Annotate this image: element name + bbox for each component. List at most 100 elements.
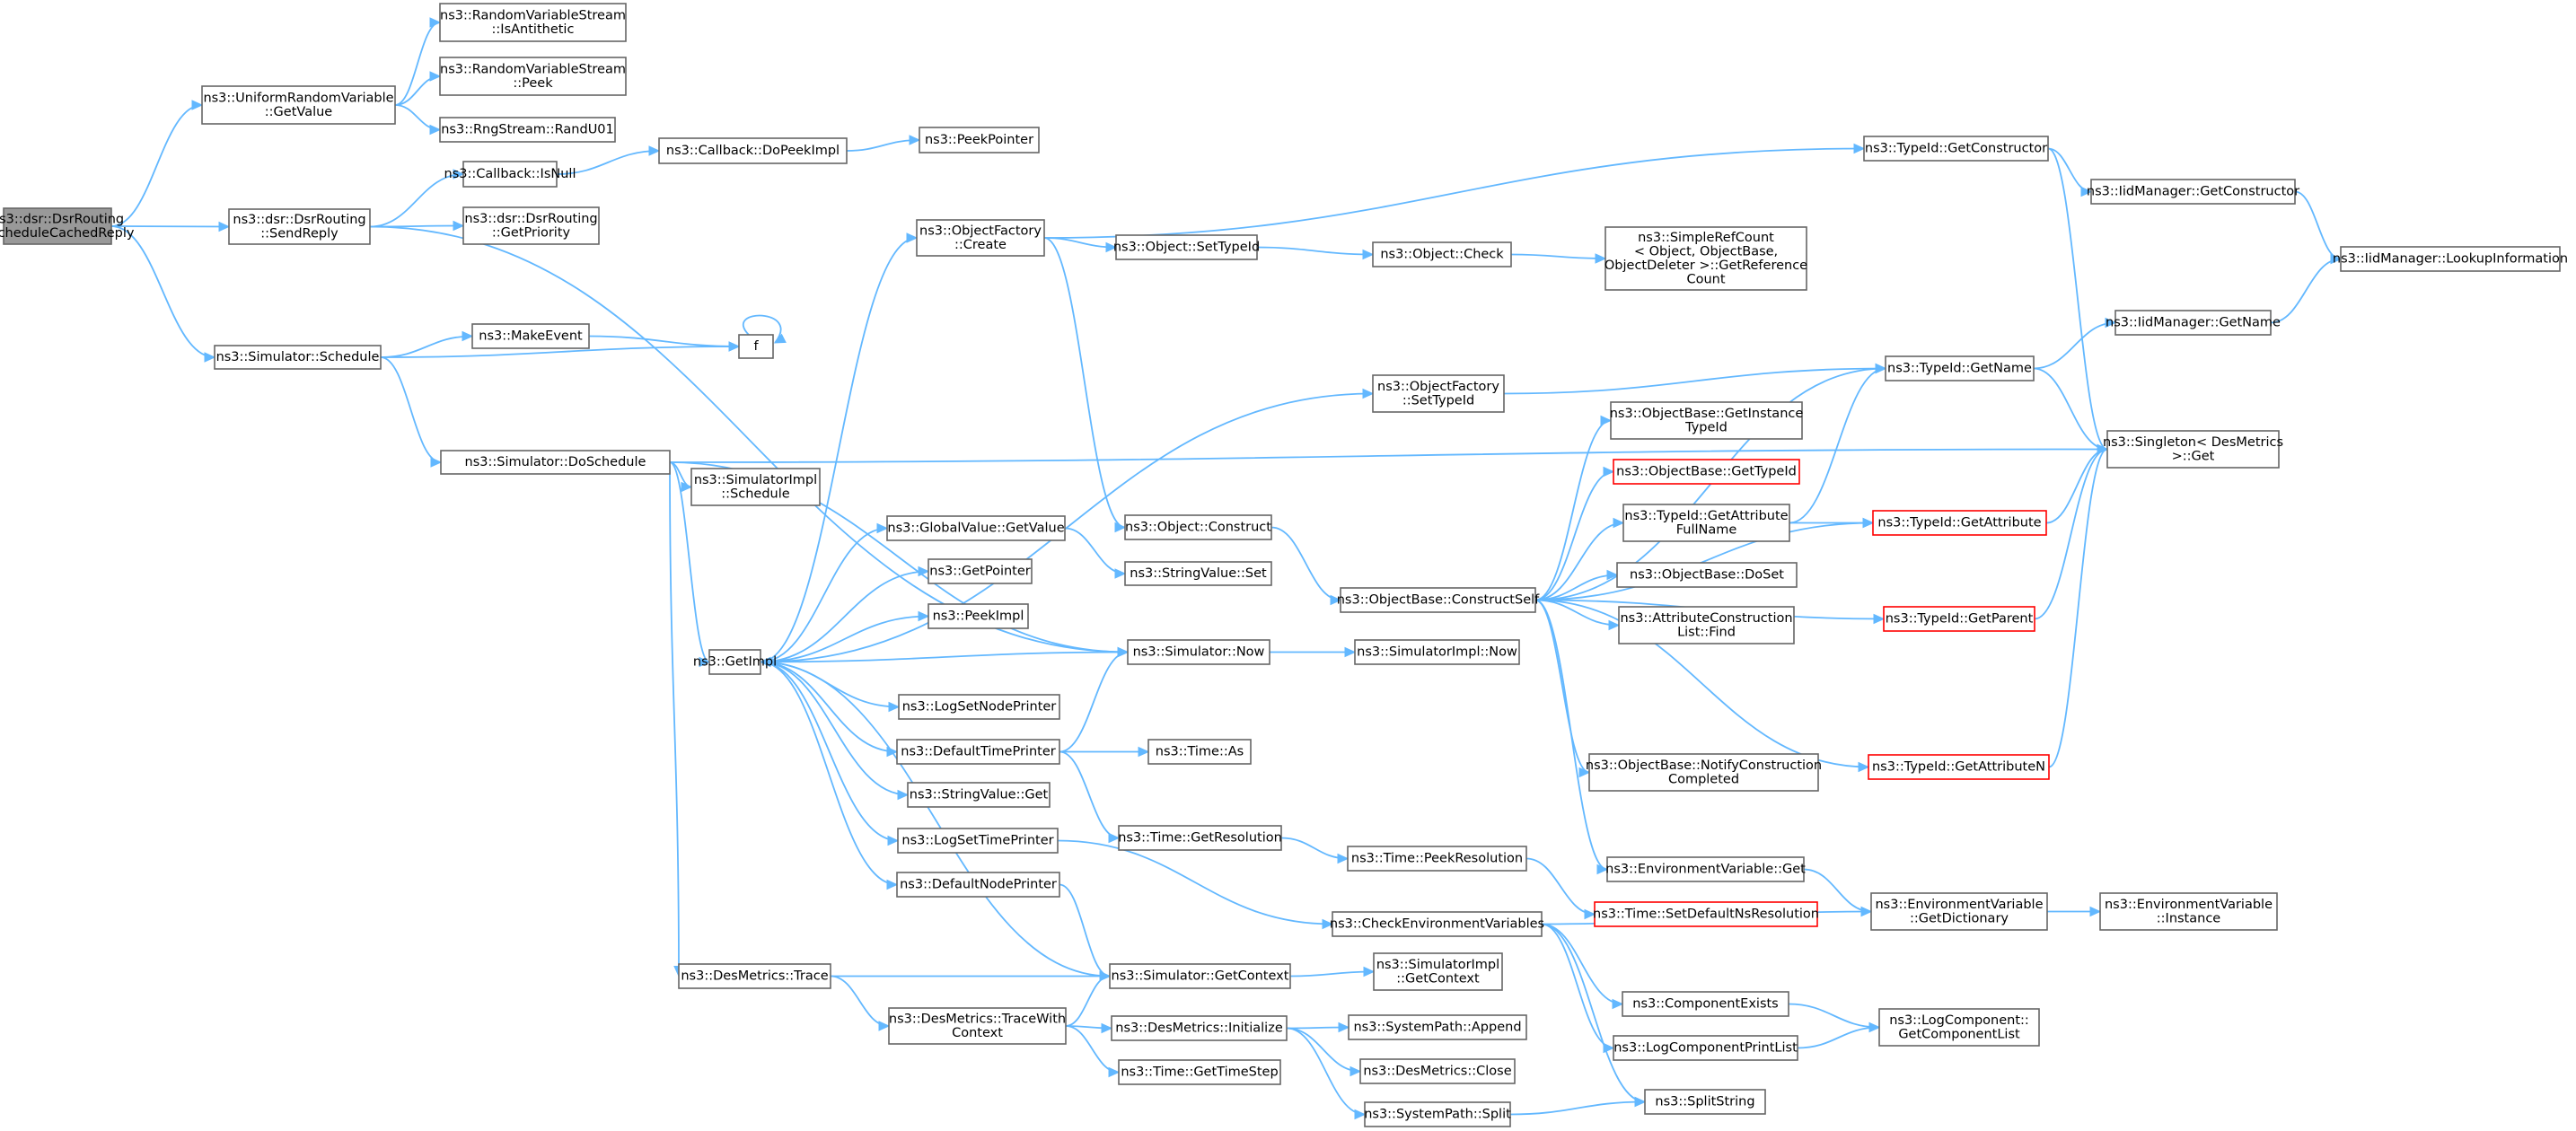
node-gv-getvalue[interactable]: ns3::GlobalValue::GetValue [886,515,1066,541]
node-box [1115,234,1258,260]
node-label: ns3::IidManager::GetName [2106,316,2281,330]
node-defaulttimeprinter[interactable]: ns3::DefaultTimePrinter [896,739,1060,765]
node-label: ns3::DesMetrics::Trace [681,969,828,984]
node-label: f [753,339,759,354]
node-box [928,603,1029,629]
node-box [228,208,371,245]
node-simimpl-schedule[interactable]: ns3::SimulatorImpl::Schedule [690,468,821,506]
node-time-setdefaultnsres[interactable]: ns3::Time::SetDefaultNsResolution [1593,901,1819,927]
node-ob-gettypeid[interactable]: ns3::ObjectBase::GetTypeId [1613,459,1800,485]
node-rvs-peek[interactable]: ns3::RandomVariableStream::Peek [439,57,627,96]
node-tid-getname[interactable]: ns3::TypeId::GetName [1885,355,2035,381]
node-of-settypeid[interactable]: ns3::ObjectFactory::SetTypeId [1372,374,1505,413]
node-getimpl[interactable]: ns3::GetImpl [693,649,777,675]
node-envvar-instance[interactable]: ns3::EnvironmentVariable::Instance [2099,892,2278,931]
node-stringvalue-get[interactable]: ns3::StringValue::Get [907,782,1051,808]
node-rvs-isanti[interactable]: ns3::RandomVariableStream::IsAntithetic [439,3,627,42]
node-tid-getparent[interactable]: ns3::TypeId::GetParent [1883,606,2035,632]
node-time-peekres[interactable]: ns3::Time::PeekResolution [1347,846,1527,872]
node-simimpl-getcontext[interactable]: ns3::SimulatorImpl::GetContext [1373,952,1503,991]
node-sim-now[interactable]: ns3::Simulator::Now [1127,639,1270,665]
node-singleton-get[interactable]: ns3::Singleton< DesMetrics >::Get [2103,430,2283,469]
node-desm-initialize[interactable]: ns3::DesMetrics::Initialize [1111,1015,1288,1041]
node-syspath-append[interactable]: ns3::SystemPath::Append [1348,1014,1527,1040]
node-desm-trace[interactable]: ns3::DesMetrics::Trace [678,963,831,989]
arrowhead [897,789,910,801]
node-tid-getattributen[interactable]: ns3::TypeId::GetAttributeN [1868,754,2050,780]
node-iid-getname[interactable]: ns3::IidManager::GetName [2106,310,2281,336]
node-getpointer[interactable]: ns3::GetPointer [928,558,1033,584]
node-urv-getvalue[interactable]: ns3::UniformRandomVariable::GetValue [201,85,396,125]
node-box [1622,504,1790,542]
node-logsetnodeprinter[interactable]: ns3::LogSetNodePrinter [898,694,1060,720]
arrowhead [1608,619,1621,631]
node-sim-getcontext[interactable]: ns3::Simulator::GetContext [1109,963,1291,989]
edge-dsr-sendreply-to-cb-isnull [369,173,464,228]
node-logsettimeprinter[interactable]: ns3::LogSetTimePrinter [897,828,1059,854]
edge-getimpl-to-gv-getvalue [760,527,888,663]
node-time-gettimestep[interactable]: ns3::Time::GetTimeStep [1118,1059,1281,1085]
node-peekpointer[interactable]: ns3::PeekPointer [919,127,1040,153]
node-box [1372,374,1505,413]
node-obj-check[interactable]: ns3::Object::Check [1372,241,1512,267]
node-box [1364,1101,1511,1127]
node-checkenv[interactable]: ns3::CheckEnvironmentVariables [1330,911,1544,937]
arrowhead [1138,746,1150,758]
node-peekimpl[interactable]: ns3::PeekImpl [928,603,1029,629]
node-sim-doschedule[interactable]: ns3::Simulator::DoSchedule [440,450,671,475]
node-ob-constructself[interactable]: ns3::ObjectBase::ConstructSelf [1337,587,1540,613]
node-obj-construct[interactable]: ns3::Object::Construct [1124,514,1272,540]
node-time-getres[interactable]: ns3::Time::GetResolution [1118,825,1282,851]
node-sim-schedule[interactable]: ns3::Simulator::Schedule [214,345,382,370]
node-iid-lookupinfo[interactable]: ns3::IidManager::LookupInformation [2333,246,2568,272]
node-label: ns3::GetPointer [929,565,1031,579]
node-obj-settypeid[interactable]: ns3::Object::SetTypeId [1113,234,1260,260]
arrowhead [429,17,442,28]
node-box [1354,639,1520,665]
node-rng-randu01[interactable]: ns3::RngStream::RandU01 [439,117,616,143]
node-simimpl-now[interactable]: ns3::SimulatorImpl::Now [1354,639,1520,665]
node-desm-close[interactable]: ns3::DesMetrics::Close [1359,1058,1516,1084]
arrowhead [1873,613,1886,625]
node-ob-notifyconstr[interactable]: ns3::ObjectBase::NotifyConstructionCompl… [1586,753,1822,792]
node-f[interactable]: f [738,334,774,359]
arrowhead [1596,864,1609,875]
node-envvar-get[interactable]: ns3::EnvironmentVariable::Get [1605,856,1806,882]
node-logcomponentprintlist[interactable]: ns3::LogComponentPrintList [1613,1035,1798,1061]
node-label: FullName [1676,522,1737,537]
node-box [1863,136,2049,162]
node-cb-isnull[interactable]: ns3::Callback::IsNull [444,161,576,188]
node-envvar-getdict[interactable]: ns3::EnvironmentVariable::GetDictionary [1870,892,2048,931]
node-splitstring[interactable]: ns3::SplitString [1644,1089,1766,1115]
node-cb-dopeekimpl[interactable]: ns3::Callback::DoPeekImpl [658,137,848,164]
node-tid-getattribute[interactable]: ns3::TypeId::GetAttribute [1872,510,2047,536]
node-logcomp-getlist[interactable]: ns3::LogComponent::GetComponentList [1878,1008,2040,1047]
edge-iid-getconstructor-to-iid-lookupinfo [2294,190,2342,260]
node-label: ns3::TypeId::GetAttribute [1877,516,2041,530]
edge-sim-doschedule-to-desm-trace [669,461,680,977]
node-simplerefcount[interactable]: ns3::SimpleRefCount< Object, ObjectBase,… [1605,226,1807,291]
node-iid-getconstructor[interactable]: ns3::IidManager::GetConstructor [2087,179,2299,205]
node-label: ns3::DesMetrics::Close [1363,1065,1511,1079]
arrowhead [1595,253,1607,264]
arrowhead [878,1021,891,1031]
node-root[interactable]: ns3::dsr::DsrRouting::ScheduleCachedRepl… [0,207,135,245]
node-defaultnodeprinter[interactable]: ns3::DefaultNodePrinter [896,872,1060,898]
node-syspath-split[interactable]: ns3::SystemPath::Split [1364,1101,1511,1127]
node-dsr-sendreply[interactable]: ns3::dsr::DsrRouting::SendReply [228,208,371,245]
arrowhead [1363,966,1376,978]
node-tid-getconstructor[interactable]: ns3::TypeId::GetConstructor [1863,136,2049,162]
node-label: ::Instance [2157,911,2221,925]
node-makeevent[interactable]: ns3::MakeEvent [471,323,590,349]
node-time-as[interactable]: ns3::Time::As [1147,739,1252,765]
node-stringvalue-set[interactable]: ns3::StringValue::Set [1124,561,1272,586]
node-dsr-getpriority[interactable]: ns3::dsr::DsrRouting::GetPriority [462,206,600,245]
node-ob-doset[interactable]: ns3::ObjectBase::DoSet [1616,562,1798,588]
node-componentexists[interactable]: ns3::ComponentExists [1622,991,1789,1017]
arrowhead [453,220,465,232]
node-of-create[interactable]: ns3::ObjectFactory::Create [916,219,1045,257]
